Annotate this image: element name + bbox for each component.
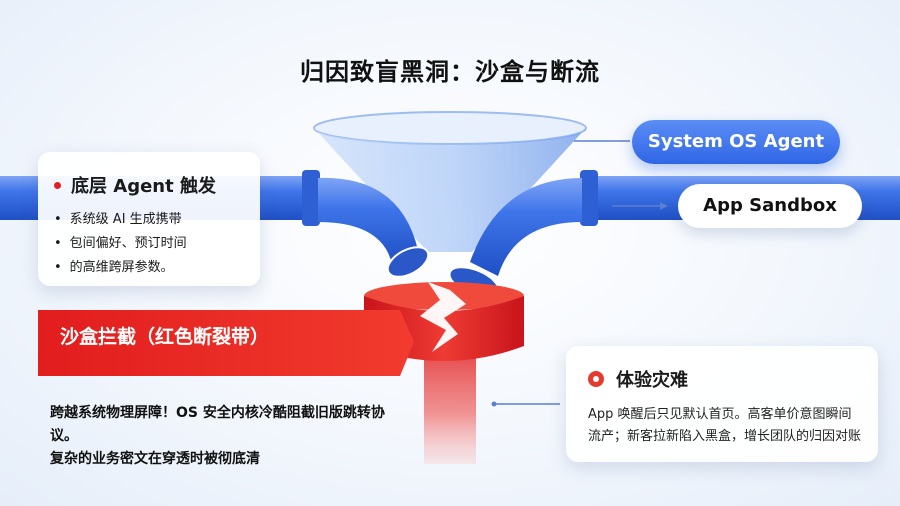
sandbox-block-label: 沙盒拦截（红色断裂带） — [60, 326, 270, 348]
disaster-card-body: App 唤醒后只见默认首页。高客单价意图瞬间流产；新客拉新陷入黑盒，增长团队的归… — [588, 407, 862, 444]
alert-icon — [588, 371, 604, 387]
connector-disaster-dot — [491, 401, 497, 407]
barrier-line-1: 跨越系统物理屏障！OS 安全内核冷酷阻截旧版跳转协议。 — [50, 405, 385, 444]
right-elbow-pipe — [470, 178, 582, 276]
page-title: 归因致盲黑洞：沙盒与断流 — [300, 58, 600, 86]
right-pipe-collar — [580, 170, 598, 226]
trigger-card-heading: 底层 Agent 触发 — [54, 172, 216, 198]
funnel-rim — [313, 111, 587, 145]
barrier-description: 跨越系统物理屏障！OS 安全内核冷酷阻截旧版跳转协议。 复杂的业务密文在穿透时被… — [50, 402, 410, 471]
left-pipe-collar — [302, 170, 320, 226]
list-item: 系统级 AI 生成携带 — [54, 208, 187, 232]
trigger-card: 底层 Agent 触发 系统级 AI 生成携带 包间偏好、预订时间 的高维跨屏参… — [38, 152, 260, 286]
bullet-dot-icon — [54, 181, 61, 189]
sandbox-block-banner: 沙盒拦截（红色断裂带） — [38, 306, 414, 378]
disaster-card-heading: 体验灾难 — [588, 366, 688, 392]
left-elbow-mouth — [386, 246, 430, 278]
funnel-body — [314, 128, 586, 252]
connector-sandbox-arrow — [660, 202, 668, 210]
red-banner-shape — [38, 310, 414, 376]
system-os-agent-pill: System OS Agent — [632, 120, 840, 164]
fracture-crack — [420, 282, 466, 352]
list-item: 的高维跨屏参数。 — [54, 256, 187, 280]
trigger-card-list: 系统级 AI 生成携带 包间偏好、预订时间 的高维跨屏参数。 — [54, 208, 187, 280]
list-item: 包间偏好、预订时间 — [54, 232, 187, 256]
left-elbow-pipe — [318, 177, 418, 264]
barrier-line-2: 复杂的业务密文在穿透时被彻底清 — [50, 451, 260, 467]
app-sandbox-pill: App Sandbox — [678, 184, 862, 228]
disaster-card: 体验灾难 App 唤醒后只见默认首页。高客单价意图瞬间流产；新客拉新陷入黑盒，增… — [566, 346, 878, 462]
